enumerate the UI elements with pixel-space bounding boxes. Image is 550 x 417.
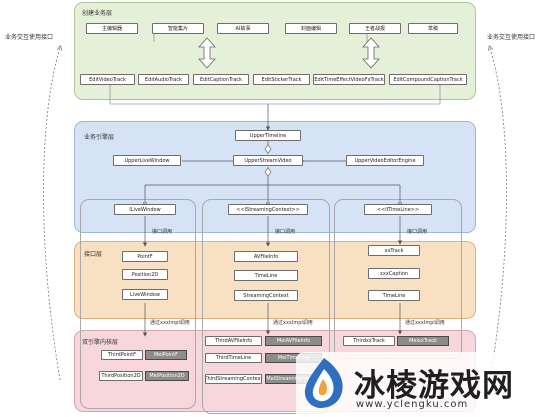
impl-note-2: 通过xxxImpl调用 — [273, 320, 313, 326]
interface-layer-title: 接口层 — [84, 251, 103, 258]
watermark-url: www.yclengku.com — [356, 399, 469, 410]
business-app-3: AI故事 — [217, 23, 269, 34]
third-xx-track: ThirdxxTrack — [343, 336, 395, 346]
third-streaming-context: ThirdStreamingContext — [205, 374, 262, 384]
edit-caption-track: EditCaptionTrack — [193, 74, 249, 85]
call-note-3: 接口调用 — [407, 229, 428, 235]
right-side-label: 业务交互使用接口 — [487, 34, 536, 41]
impl-note-1: 通过xxxImpl调用 — [150, 320, 190, 326]
mei-point-f: MeiPointF — [145, 350, 187, 360]
position-2d: Position2D — [122, 269, 168, 280]
mei-xx-track: MeixxTrack — [397, 336, 449, 346]
edit-sticker-track: EditStickerTrack — [253, 74, 310, 85]
engine-layer-title: 业务引擎层 — [84, 134, 115, 141]
impl-note-3: 通过xxxImpl调用 — [405, 320, 445, 326]
column-outline-2 — [202, 199, 330, 414]
edit-compound-caption-track: EditCompoundCaptionTrack — [389, 74, 467, 85]
business-layer-title: 创建业务层 — [82, 10, 113, 17]
xx-track: xxTrack — [368, 245, 420, 256]
mei-position-2d: MeiPosition2D — [145, 371, 189, 381]
business-app-5: 王者战报 — [349, 23, 401, 34]
double-arrow-icon-left — [198, 37, 216, 69]
third-timeline: ThirdTimeLine — [205, 353, 262, 363]
business-app-2: 智能集片 — [152, 23, 204, 34]
upper-video-editor-engine: UpperVideoEditorEngine — [346, 155, 424, 166]
streaming-context: StreamingContext — [234, 290, 298, 301]
ilive-window: ILiveWindow — [114, 204, 176, 215]
double-arrow-icon-right — [362, 37, 380, 69]
watermark-brand: 冰棱游戏网 — [354, 368, 514, 404]
business-app-1: 主编辑器 — [86, 23, 138, 34]
edit-audio-track: EditAudioTrack — [138, 74, 189, 85]
istreaming-context: <<IStreamingContext>> — [228, 204, 308, 215]
edit-time-effect-track: EditTimeEffectVideoFxTrack — [313, 74, 385, 85]
call-note-2: 接口调用 — [275, 229, 296, 235]
business-app-6: 草稿 — [408, 23, 458, 34]
left-side-label: 业务交互使用接口 — [5, 34, 54, 41]
xxx-caption: xxxCaption — [368, 268, 420, 279]
third-av-file-info: ThirdAVFileInfo — [205, 336, 262, 346]
call-note-1: 接口调用 — [152, 229, 173, 235]
upper-timeline: UpperTimeline — [235, 130, 301, 141]
third-position-2d: ThirdPosition2D — [99, 371, 143, 381]
upper-stream-video: UpperStreamVideo — [233, 155, 303, 166]
business-app-4: 封面编辑 — [285, 23, 337, 34]
point-f: PointF — [122, 251, 168, 262]
timeline-interface: TimeLine — [234, 270, 298, 281]
upper-live-window: UpperLiveWindow — [113, 155, 181, 166]
brand-logo-icon — [304, 358, 343, 408]
third-point-f: ThirdPointF — [101, 350, 143, 360]
column-outline-1 — [80, 199, 196, 409]
mei-av-file-info: MeiAVFileInfo — [265, 336, 322, 346]
edit-video-track: EditVideoTrack — [80, 74, 135, 85]
av-file-info: AVFileInfo — [234, 251, 298, 262]
itimeline: <<IITimeLine>> — [364, 204, 432, 215]
timeline-interface-3: TimeLine — [368, 290, 420, 301]
dual-engine-layer-title: 双引擎内核层 — [82, 339, 119, 346]
live-window: LiveWindow — [122, 289, 168, 300]
